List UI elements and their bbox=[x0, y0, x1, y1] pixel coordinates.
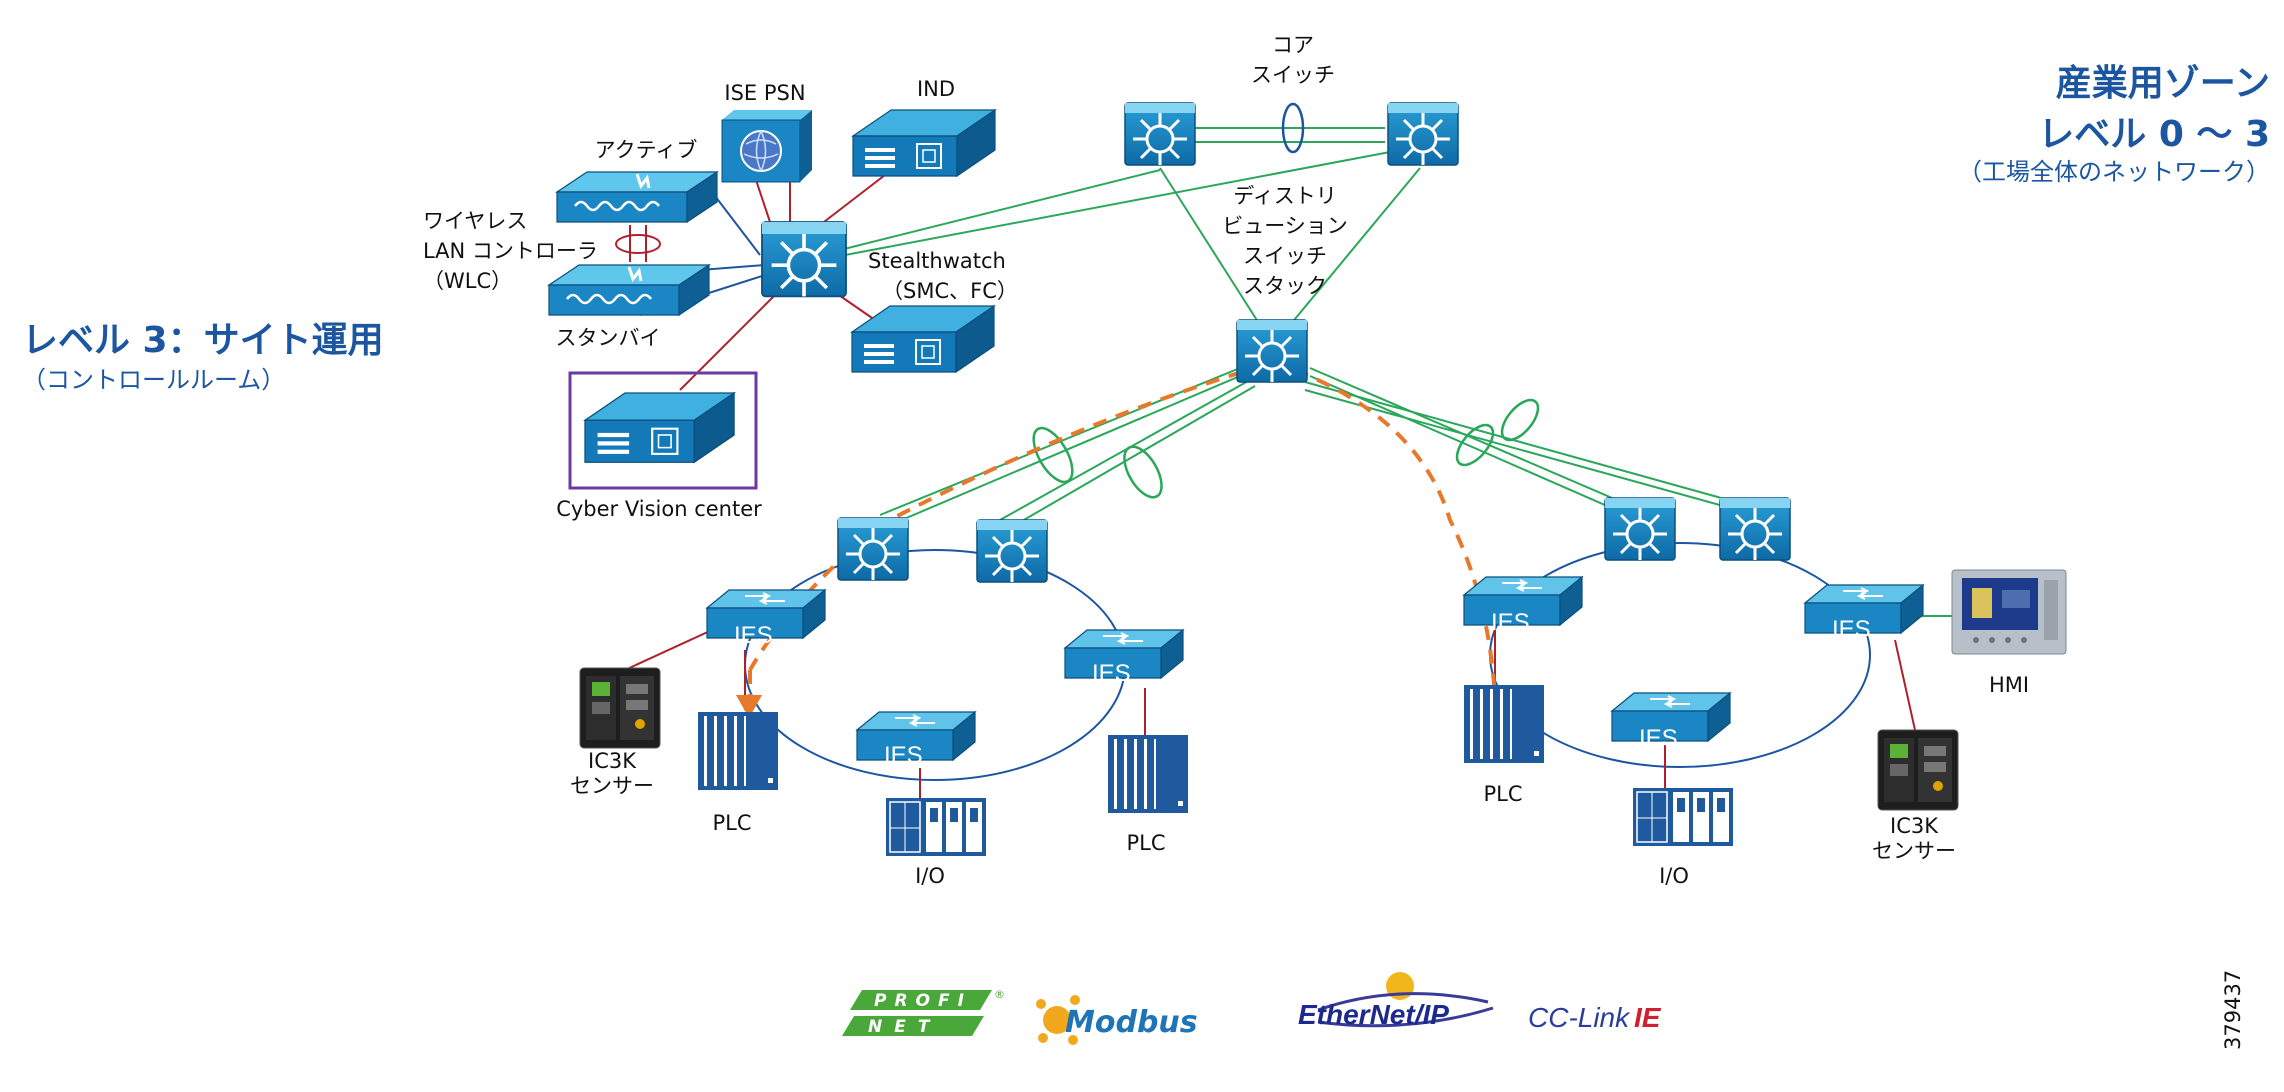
zone-level3-title: レベル 3：サイト運用 bbox=[22, 320, 384, 361]
distribution-label-2: ビューション bbox=[1222, 214, 1348, 238]
port-channel-ellipses bbox=[1032, 102, 1540, 499]
ies-label-4: IES bbox=[1491, 609, 1530, 636]
ies-label-6: IES bbox=[1832, 616, 1871, 643]
ies-label-3: IES bbox=[884, 742, 923, 769]
ring-router-l1 bbox=[836, 516, 910, 582]
flow-arrowheads bbox=[736, 692, 1508, 718]
zone-level3-subtitle: （コントロールルーム） bbox=[22, 366, 285, 394]
wlc-active bbox=[555, 170, 719, 224]
ring-router-r1 bbox=[1603, 496, 1677, 562]
svg-text:®: ® bbox=[994, 988, 1005, 1001]
standby-label: スタンバイ bbox=[556, 326, 661, 350]
zone-industrial-subtitle: （工場全体のネットワーク） bbox=[1958, 158, 2270, 186]
modbus-logo: Modbus bbox=[1036, 995, 1198, 1045]
profinet-bottom: NET bbox=[868, 1017, 941, 1037]
profinet-top: PROFI bbox=[874, 991, 972, 1011]
plc-label-2: PLC bbox=[1126, 831, 1165, 855]
ic3k-label-1a: IC3K bbox=[588, 749, 637, 773]
distribution-label-1: ディストリ bbox=[1233, 184, 1337, 208]
distribution-label-3: スイッチ bbox=[1243, 244, 1327, 268]
control-room-router bbox=[760, 220, 848, 299]
ic3k-sensor-1 bbox=[579, 667, 661, 749]
ring-router-l2 bbox=[975, 518, 1049, 584]
cyber-vision-highlight bbox=[568, 371, 758, 490]
profinet-logo: PROFI NET ® bbox=[842, 988, 1005, 1037]
ies-label-1: IES bbox=[734, 622, 773, 649]
wlc-label-3: （WLC） bbox=[423, 269, 512, 293]
hmi-panel-icon bbox=[1951, 569, 2067, 655]
plc-label-1: PLC bbox=[712, 811, 751, 835]
io-module-2 bbox=[1632, 787, 1734, 847]
ise-psn-server bbox=[721, 110, 812, 183]
ic3k-label-1b: センサー bbox=[570, 774, 654, 798]
io-label-2: I/O bbox=[1659, 864, 1689, 888]
ic3k-sensor-2 bbox=[1877, 729, 1959, 811]
cclink-text: CC-Link bbox=[1528, 1002, 1631, 1033]
cclink-logo: CC-Link IE bbox=[1528, 1002, 1662, 1033]
zone-industrial-title-1: 産業用ゾーン bbox=[2056, 63, 2270, 104]
core-label-2: スイッチ bbox=[1251, 63, 1335, 87]
stealthwatch-label-2: （SMC、FC） bbox=[882, 279, 1018, 303]
ind-appliance bbox=[852, 109, 996, 177]
cyber-vision-label: Cyber Vision center bbox=[556, 497, 762, 521]
stealthwatch-appliance bbox=[851, 305, 995, 373]
distribution-label-4: スタック bbox=[1243, 274, 1327, 298]
ethernet-ip-text: EtherNet/IP bbox=[1298, 999, 1449, 1030]
figure-number: 379437 bbox=[2221, 970, 2245, 1050]
wlc-label-2: LAN コントローラ bbox=[423, 239, 598, 263]
zone-industrial-title-2: レベル 0 ～ 3 bbox=[2038, 114, 2270, 155]
io-module-1 bbox=[885, 797, 987, 857]
cyber-vision-appliance bbox=[583, 391, 736, 464]
wlc-label-1: ワイヤレス bbox=[423, 209, 527, 233]
ies-labels: IES IES IES IES IES IES bbox=[734, 609, 1871, 769]
ic3k-label-2a: IC3K bbox=[1890, 814, 1939, 838]
distribution-switch bbox=[1235, 318, 1309, 384]
core-switch-right bbox=[1386, 101, 1460, 167]
plc-3 bbox=[1464, 685, 1544, 763]
plc-label-3: PLC bbox=[1483, 782, 1522, 806]
modbus-text: Modbus bbox=[1065, 1005, 1198, 1040]
active-label: アクティブ bbox=[595, 138, 698, 162]
links-green bbox=[839, 127, 1955, 617]
ies-label-2: IES bbox=[1092, 660, 1131, 687]
ring-router-r2 bbox=[1718, 496, 1792, 562]
stealthwatch-label-1: Stealthwatch bbox=[868, 249, 1006, 273]
ind-label: IND bbox=[917, 77, 955, 101]
ethernet-ip-logo: EtherNet/IP bbox=[1298, 972, 1494, 1030]
plc-1 bbox=[698, 712, 778, 790]
ies-label-5: IES bbox=[1639, 725, 1678, 752]
ic3k-label-2b: センサー bbox=[1872, 839, 1956, 863]
io-label-1: I/O bbox=[915, 864, 945, 888]
ise-psn-label: ISE PSN bbox=[724, 81, 805, 105]
plc-2 bbox=[1108, 735, 1188, 813]
cclink-ie-text: IE bbox=[1634, 1002, 1662, 1033]
core-switch-left bbox=[1123, 101, 1197, 167]
wlc-standby bbox=[547, 263, 711, 317]
core-label-1: コア bbox=[1272, 33, 1314, 57]
hmi-label: HMI bbox=[1989, 673, 2029, 697]
